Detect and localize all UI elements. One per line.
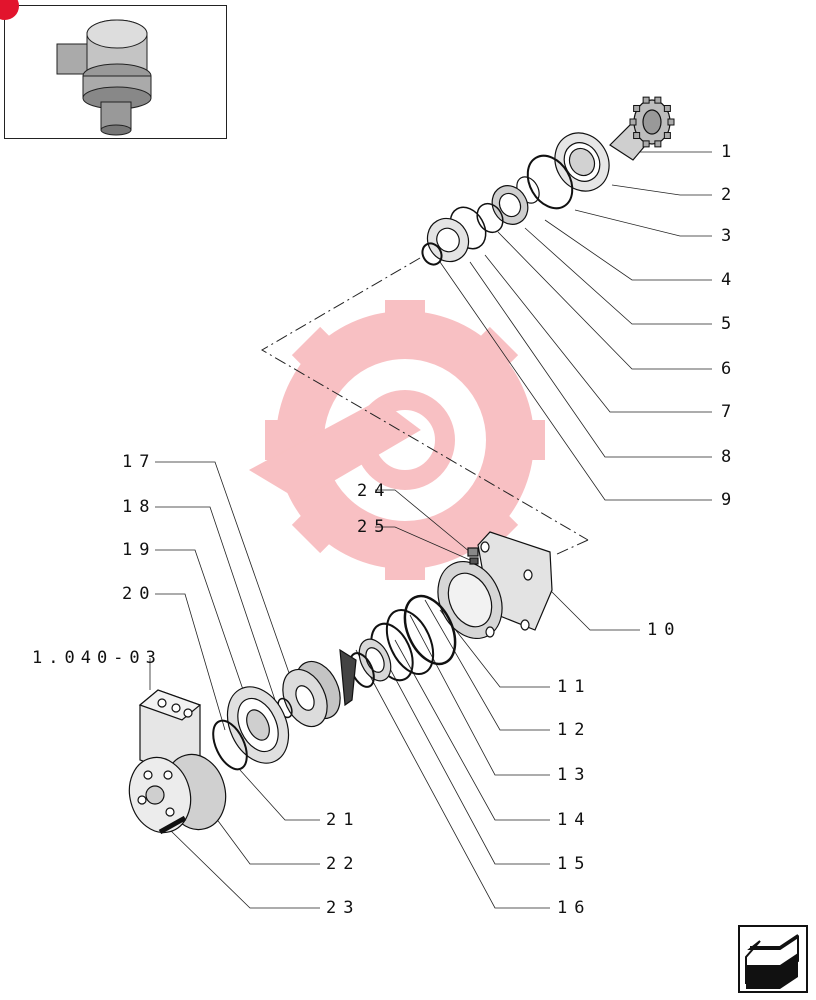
part-10-housing — [437, 531, 553, 640]
upper-shaft-group — [421, 96, 675, 266]
lower-motor-group — [128, 531, 553, 835]
part-19-bearing — [226, 686, 290, 764]
leader-lines — [149, 151, 712, 909]
callout-9[interactable]: 9 — [721, 490, 739, 510]
callout-19[interactable]: 19 — [122, 540, 157, 560]
assembly-thumbnail[interactable] — [0, 0, 227, 139]
callout-24[interactable]: 24 — [357, 481, 392, 501]
part-3-ring — [526, 154, 574, 210]
pinion-tooth — [633, 132, 641, 140]
pinion-tooth — [654, 96, 662, 104]
callout-18[interactable]: 18 — [122, 497, 157, 517]
part-14-thrust-bearing — [358, 638, 392, 682]
reference-label[interactable]: 1.040-03 — [32, 648, 162, 668]
callout-12[interactable]: 12 — [557, 720, 592, 740]
watermark-gear-tooth — [385, 300, 425, 340]
callout-15[interactable]: 15 — [557, 854, 592, 874]
page-badge — [0, 0, 19, 20]
pinion-tooth — [654, 140, 662, 148]
part-1-pinion-shaft — [609, 96, 675, 161]
pinion-tooth — [629, 118, 637, 126]
part-6-ring — [476, 202, 504, 234]
part-22-end-cap — [128, 753, 227, 834]
next-page-button[interactable] — [738, 925, 808, 993]
pinion-tooth — [642, 96, 650, 104]
callout-14[interactable]: 14 — [557, 810, 592, 830]
watermark-logo — [248, 300, 545, 580]
watermark-gear-tooth — [291, 496, 349, 554]
part-25-washer — [469, 557, 479, 565]
callout-17[interactable]: 17 — [122, 452, 157, 472]
assembly-axis-lines — [261, 257, 589, 556]
callout-4[interactable]: 4 — [721, 270, 739, 290]
watermark-gear-tooth — [385, 540, 425, 580]
callout-23[interactable]: 23 — [326, 898, 361, 918]
pinion-tooth — [667, 118, 675, 126]
part-24-plug — [467, 547, 479, 557]
callout-20[interactable]: 20 — [122, 584, 157, 604]
part-23-bolt — [158, 815, 187, 835]
callout-13[interactable]: 13 — [557, 765, 592, 785]
valve-block-reference — [138, 689, 202, 776]
pinion-tooth — [642, 140, 650, 148]
pinion-tooth — [663, 104, 671, 112]
part-16-spacer — [339, 648, 357, 707]
callout-7[interactable]: 7 — [721, 402, 739, 422]
part-17-gear — [282, 660, 341, 728]
watermark-gear-tooth — [265, 420, 305, 460]
callout-11[interactable]: 11 — [557, 677, 592, 697]
callout-22[interactable]: 22 — [326, 854, 361, 874]
callout-8[interactable]: 8 — [721, 447, 739, 467]
callout-25[interactable]: 25 — [357, 517, 392, 537]
callout-6[interactable]: 6 — [721, 359, 739, 379]
assembly-thumbnail-drawing — [56, 19, 152, 136]
part-2-bearing — [554, 132, 610, 192]
callout-5[interactable]: 5 — [721, 314, 739, 334]
pinion-tooth — [633, 104, 641, 112]
callout-16[interactable]: 16 — [557, 898, 592, 918]
callout-3[interactable]: 3 — [721, 226, 739, 246]
callout-10[interactable]: 10 — [647, 620, 682, 640]
callout-21[interactable]: 21 — [326, 810, 361, 830]
part-20-ring — [212, 719, 248, 771]
part-11-ring — [403, 594, 457, 666]
callout-1[interactable]: 1 — [721, 142, 739, 162]
part-9-circlip — [421, 242, 443, 266]
part-8-seal — [426, 217, 470, 263]
pinion-tooth — [663, 132, 671, 140]
next-page-arrow-icon — [745, 934, 799, 989]
callout-2[interactable]: 2 — [721, 185, 739, 205]
watermark-gear-tooth — [505, 420, 545, 460]
part-12-ring — [385, 609, 435, 675]
